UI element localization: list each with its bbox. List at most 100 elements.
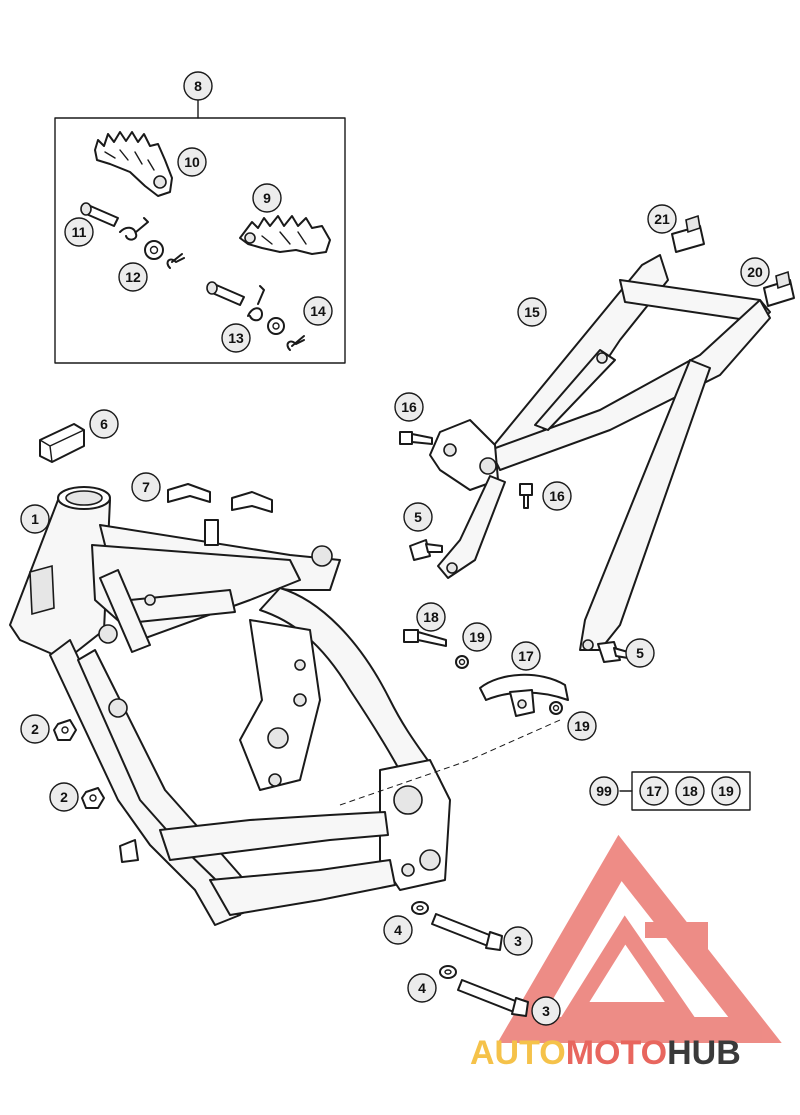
- svg-text:1: 1: [31, 511, 39, 527]
- svg-text:5: 5: [636, 645, 644, 661]
- brand-auto: AUTO: [470, 1034, 566, 1072]
- chain-guide-washer-lower: [549, 701, 563, 715]
- frame-plug: [39, 423, 85, 463]
- callout-8: 8: [183, 71, 213, 101]
- washer-right: [267, 317, 285, 335]
- svg-text:7: 7: [142, 479, 150, 495]
- subframe-plug-upper: [671, 214, 705, 253]
- callout-14: 14: [303, 296, 333, 326]
- svg-text:17: 17: [518, 648, 534, 664]
- svg-text:11: 11: [72, 224, 87, 240]
- callout-13: 13: [221, 323, 251, 353]
- footpeg-right: [239, 215, 331, 255]
- svg-text:4: 4: [418, 980, 426, 996]
- callout-18: 18: [416, 602, 446, 632]
- chain-guide-leader-line: [339, 719, 561, 806]
- callout-1: 1: [20, 504, 50, 534]
- callout-21: 21: [647, 204, 677, 234]
- svg-text:99: 99: [596, 783, 612, 799]
- callout-4-upper: 4: [383, 915, 413, 945]
- svg-text:21: 21: [654, 211, 670, 227]
- footpeg-spring-left: [119, 217, 149, 241]
- swingarm-washer-lower: [439, 965, 457, 979]
- watermark-logo-mark: [497, 834, 782, 1043]
- svg-text:3: 3: [514, 933, 522, 949]
- svg-text:19: 19: [469, 629, 485, 645]
- callout-2-lower: 2: [49, 782, 79, 812]
- callout-16-lower: 16: [542, 481, 572, 511]
- svg-text:19: 19: [574, 718, 590, 734]
- callout-3-lower: 3: [531, 996, 561, 1026]
- frame-nut-lower: [81, 787, 105, 809]
- svg-text:17: 17: [646, 783, 662, 799]
- washer-left: [144, 240, 164, 260]
- svg-text:14: 14: [310, 303, 326, 319]
- callout-3-upper: 3: [503, 926, 533, 956]
- callout-16-upper: 16: [394, 392, 424, 422]
- callout-19-lower: 19: [567, 711, 597, 741]
- kit-box: [619, 771, 751, 811]
- callout-6: 6: [89, 409, 119, 439]
- svg-text:19: 19: [718, 783, 734, 799]
- svg-text:16: 16: [549, 488, 565, 504]
- chain-guide-washer-upper: [455, 655, 469, 669]
- svg-text:2: 2: [60, 789, 68, 805]
- footpeg-pin-right: [206, 281, 245, 306]
- subframe-bolt-lower-right: [597, 641, 629, 663]
- callout-20: 20: [740, 257, 770, 287]
- brand-moto: MOTO: [565, 1034, 668, 1072]
- cotter-pin-right: [286, 335, 305, 351]
- svg-text:10: 10: [184, 154, 200, 170]
- callout-5-upper: 5: [403, 502, 433, 532]
- callout-7: 7: [131, 472, 161, 502]
- svg-text:4: 4: [394, 922, 402, 938]
- callout-9: 9: [252, 183, 282, 213]
- footpeg-spring-right: [247, 285, 265, 322]
- svg-text:12: 12: [125, 269, 141, 285]
- svg-text:8: 8: [194, 78, 202, 94]
- callout-2-upper: 2: [20, 714, 50, 744]
- callout-19-upper: 19: [462, 622, 492, 652]
- callout-99: 99: [589, 776, 619, 806]
- svg-text:3: 3: [542, 1003, 550, 1019]
- callout-17: 17: [511, 641, 541, 671]
- svg-text:18: 18: [682, 783, 698, 799]
- swingarm-bolt-upper: [431, 913, 503, 951]
- svg-text:16: 16: [401, 399, 417, 415]
- svg-text:13: 13: [228, 330, 244, 346]
- subframe-plug-lower: [763, 270, 795, 307]
- frame-protector-pads: [167, 483, 273, 513]
- swingarm-washer-upper: [411, 901, 429, 915]
- callout-12: 12: [118, 262, 148, 292]
- cotter-pin-left: [166, 253, 185, 269]
- svg-text:6: 6: [100, 416, 108, 432]
- subframe-bolt-side: [519, 483, 533, 509]
- callout-5-lower: 5: [625, 638, 655, 668]
- subframe-bolt-upper: [399, 431, 433, 445]
- frame-nut-upper: [53, 719, 77, 741]
- svg-text:9: 9: [263, 190, 271, 206]
- svg-text:5: 5: [414, 509, 422, 525]
- callout-kit-18: 18: [675, 776, 705, 806]
- rear-subframe: [429, 254, 771, 651]
- callout-11: 11: [64, 217, 94, 247]
- svg-text:15: 15: [524, 304, 540, 320]
- footpeg-kit-box: [54, 99, 346, 364]
- chain-guide: [479, 673, 569, 717]
- svg-text:20: 20: [747, 264, 763, 280]
- watermark-brand-text: AUTOMOTOHUB: [470, 1033, 741, 1073]
- callout-10: 10: [177, 147, 207, 177]
- swingarm-bolt-lower: [457, 979, 529, 1017]
- footpeg-pin-left: [80, 202, 119, 227]
- callout-kit-17: 17: [639, 776, 669, 806]
- footpeg-left: [94, 131, 173, 197]
- subframe-bolt-lower-left: [409, 539, 443, 561]
- svg-text:2: 2: [31, 721, 39, 737]
- brand-hub: HUB: [667, 1034, 741, 1072]
- main-frame: [9, 486, 451, 926]
- svg-text:18: 18: [423, 609, 439, 625]
- callout-15: 15: [517, 297, 547, 327]
- callout-kit-19: 19: [711, 776, 741, 806]
